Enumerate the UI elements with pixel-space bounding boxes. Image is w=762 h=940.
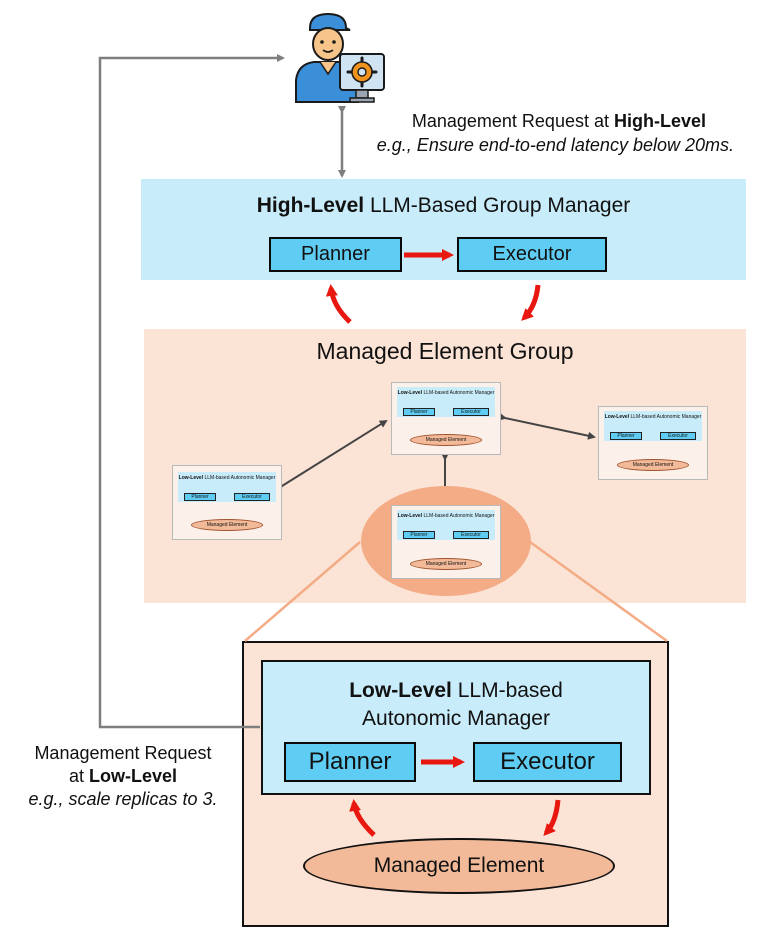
mini-manager-top: Low-Level LLM-based Autonomic Manager Pl…: [391, 382, 501, 455]
ll-planner-box: Planner: [284, 742, 416, 782]
group-link-1: [274, 419, 388, 493]
mini-manager-left: Low-Level LLM-based Autonomic Manager Pl…: [172, 465, 282, 540]
low-level-manager-title: Low-Level LLM-based Autonomic Manager: [349, 679, 563, 730]
ll-feedback-arrow: [349, 799, 376, 837]
high-level-request-example: e.g., Ensure end-to-end latency below 20…: [376, 135, 734, 155]
zoom-line-right: [529, 540, 668, 643]
operator-icon: [295, 12, 385, 103]
hl-executor-box: Executor: [457, 237, 607, 272]
hl-feedback-arrow: [325, 284, 352, 324]
ll-action-arrow: [543, 799, 561, 836]
low-level-request-line: [98, 54, 285, 729]
high-level-request-label: Management Request at High-Level: [411, 111, 706, 131]
mini-manager-right: Low-Level LLM-based Autonomic Manager Pl…: [598, 406, 708, 480]
hl-planner-box: Planner: [269, 237, 402, 272]
gear-monitor-icon: [339, 53, 385, 103]
high-level-manager-panel: [141, 179, 746, 280]
hl-action-arrow: [521, 284, 541, 321]
group-link-2: [498, 412, 596, 440]
group-title: Managed Element Group: [316, 338, 574, 364]
mini-manager-highlighted: Low-Level LLM-based Autonomic Manager Pl…: [391, 505, 501, 579]
ll-executor-box: Executor: [473, 742, 622, 782]
high-level-manager-title: High-Level LLM-Based Group Manager: [256, 194, 631, 217]
ll-managed-element: Managed Element: [303, 838, 615, 894]
low-level-request-label: Management Request at Low-Level e.g., sc…: [28, 743, 218, 809]
zoom-line-left: [244, 541, 361, 642]
